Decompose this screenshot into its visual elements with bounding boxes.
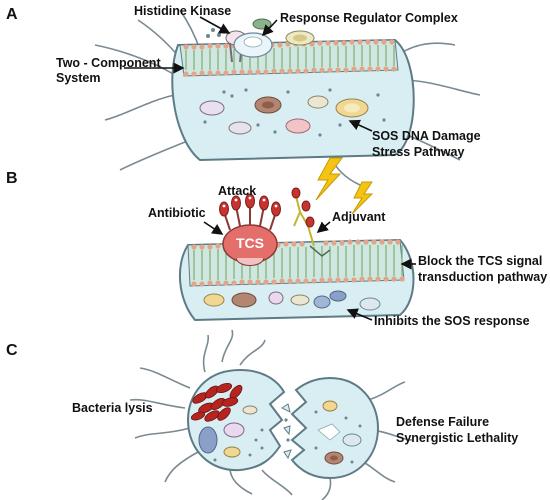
panel-c-lysed-cell-left — [129, 329, 293, 496]
label-sos-line1: SOS DNA Damage — [372, 129, 481, 143]
label-block-line2: transduction pathway — [418, 270, 548, 284]
annotation-arrows — [124, 16, 416, 321]
panel-label-c: C — [6, 342, 18, 359]
arrow-sos-pathway — [348, 119, 373, 132]
label-antibiotic: Antibiotic — [148, 206, 206, 220]
label-bacteria-lysis: Bacteria lysis — [72, 401, 153, 415]
arrow-adjuvant — [316, 221, 331, 234]
left-half-organelles — [198, 405, 264, 462]
arrow-antibiotic — [203, 221, 224, 235]
antibiotic-lysis-cluster — [190, 382, 243, 422]
panel-a-lipid-bilayer — [183, 39, 397, 77]
response-regulator-complex — [233, 32, 273, 58]
label-attack: Attack — [218, 184, 257, 198]
label-defense-line2: Synergistic Lethality — [396, 431, 519, 445]
label-inhibits-sos: Inhibits the SOS response — [374, 314, 530, 328]
antibiotic-molecules — [219, 193, 281, 231]
panel-a-bacterium — [94, 9, 481, 186]
label-two-component-line1: Two - Component — [56, 56, 161, 70]
arrow-response-regulator — [261, 19, 278, 37]
panel-a-extracellular-particles — [206, 18, 315, 46]
label-response-regulator: Response Regulator Complex — [280, 11, 458, 25]
panel-b-bacterium — [178, 157, 415, 322]
label-tcs: TCS — [236, 235, 264, 251]
panel-label-b: B — [6, 170, 18, 187]
label-block-line1: Block the TCS signal — [418, 254, 543, 268]
label-histidine-kinase: Histidine Kinase — [134, 4, 232, 18]
panel-c-lysed-cell-right — [281, 376, 413, 500]
panel-b-organelles — [203, 290, 381, 311]
label-two-component-line2: System — [56, 71, 101, 85]
panel-label-a: A — [6, 6, 18, 23]
right-half-organelles — [314, 400, 362, 465]
cell-debris — [281, 403, 292, 460]
arrow-histidine-kinase — [199, 16, 231, 34]
label-defense-line1: Defense Failure — [396, 415, 490, 429]
lightning-bolt-icon — [315, 157, 343, 201]
label-sos-line2: Stress Pathway — [372, 145, 465, 159]
panel-a-organelles — [199, 88, 386, 137]
arrow-inhibits-sos — [346, 308, 373, 321]
tcs-complex — [222, 224, 278, 266]
label-adjuvant: Adjuvant — [332, 210, 386, 224]
lightning-bolt-icon-small — [351, 181, 374, 215]
adjuvant-molecule — [291, 187, 331, 257]
